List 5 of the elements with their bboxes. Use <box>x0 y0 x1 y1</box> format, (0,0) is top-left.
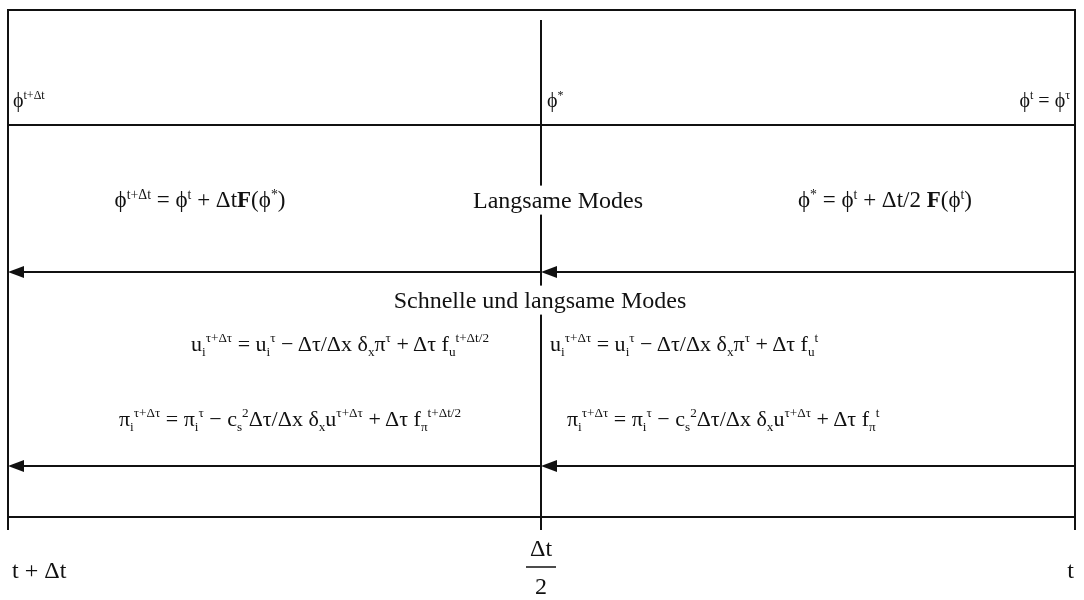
formula-label: ϕ$^{t+Δt}$ = ϕ$^{t}$ + ΔtF(ϕ$^{*}$) <box>112 186 288 214</box>
formula-label: ϕ$^{*}$ <box>545 88 566 112</box>
formula-label: ϕ$^{t+Δt}$ <box>11 88 47 112</box>
formula-label: ϕ$^{t}$ = ϕ$^{τ}$ <box>1017 88 1072 112</box>
section-heading: Langsame Modes <box>471 185 645 215</box>
